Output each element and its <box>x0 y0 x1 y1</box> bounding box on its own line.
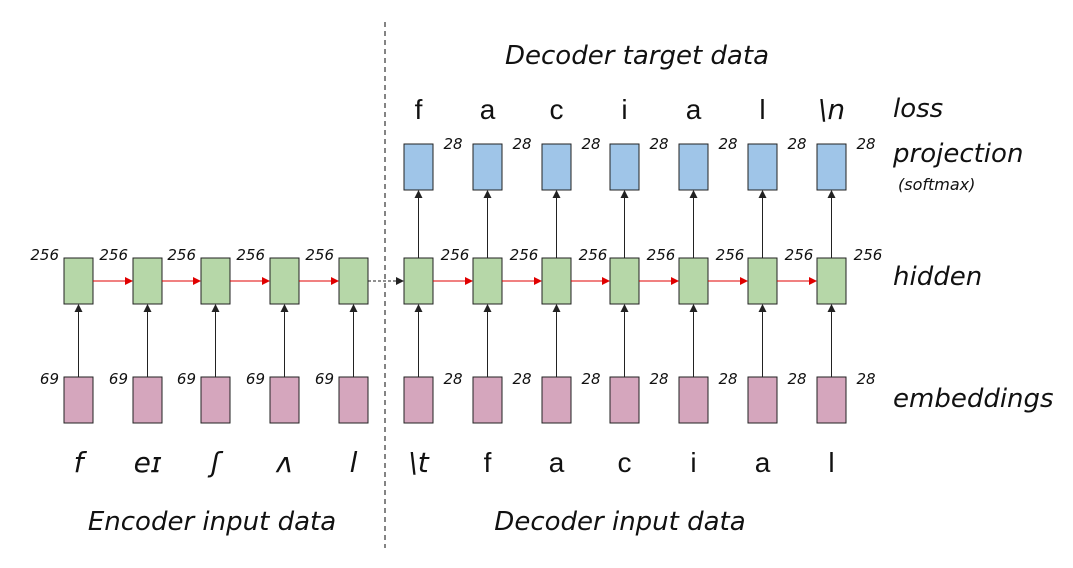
decoder-target-token: i <box>621 94 627 125</box>
decoder-embedding-dim-label: 28 <box>856 370 875 388</box>
encoder-embedding-cell <box>63 376 94 424</box>
loss-label: loss <box>893 94 943 124</box>
decoder-hidden-cell <box>609 257 640 305</box>
decoder-input-token: a <box>549 447 565 478</box>
decoder-hidden-cell <box>541 257 572 305</box>
encoder-hidden-cell <box>269 257 300 305</box>
decoder-input-token: \t <box>408 446 429 479</box>
decoder-embedding-cell <box>678 376 709 424</box>
encoder-hidden-cell <box>338 257 369 305</box>
encoder-hidden-dim-label: 256 <box>305 246 334 264</box>
decoder-embedding-dim-label: 28 <box>581 370 600 388</box>
encoder-input-token: ʌ <box>275 446 293 479</box>
encoder-hidden-dim-label: 256 <box>99 246 128 264</box>
decoder-projection-cell <box>816 143 847 191</box>
encoder-input-token: ʃ <box>207 446 224 479</box>
decoder-projection-dim-label: 28 <box>649 135 668 153</box>
decoder-embedding-dim-label: 28 <box>649 370 668 388</box>
encoder-input-token: f <box>74 446 88 479</box>
decoder-embedding-cell <box>609 376 640 424</box>
encoder-hidden-cell <box>132 257 163 305</box>
softmax-label: (softmax) <box>898 175 975 194</box>
decoder-projection-dim-label: 28 <box>443 135 462 153</box>
decoder-projection-dim-label: 28 <box>856 135 875 153</box>
decoder-target-token: a <box>480 94 496 125</box>
projection-label: projection <box>892 139 1023 169</box>
decoder-projection-cell <box>678 143 709 191</box>
decoder-hidden-dim-label: 256 <box>441 246 470 264</box>
decoder-hidden-dim-label: 256 <box>647 246 676 264</box>
decoder-target-title: Decoder target data <box>505 41 769 71</box>
decoder-input-token: f <box>484 447 492 478</box>
decoder-embedding-cell <box>541 376 572 424</box>
decoder-input-token: a <box>755 447 771 478</box>
decoder-target-token: \n <box>818 93 845 126</box>
decoder-hidden-dim-label: 256 <box>716 246 745 264</box>
decoder-input-token: l <box>828 447 834 478</box>
decoder-embedding-cell <box>472 376 503 424</box>
decoder-embedding-cell <box>403 376 434 424</box>
decoder-target-token: a <box>686 94 702 125</box>
encoder-hidden-dim-label: 256 <box>167 246 196 264</box>
decoder-target-token: c <box>550 94 564 125</box>
encoder-embedding-cell <box>132 376 163 424</box>
decoder-projection-dim-label: 28 <box>581 135 600 153</box>
decoder-projection-cell <box>747 143 778 191</box>
decoder-projection-cell <box>403 143 434 191</box>
decoder-input-token: i <box>690 447 696 478</box>
decoder-hidden-dim-label: 256 <box>510 246 539 264</box>
encoder-embedding-cell <box>200 376 231 424</box>
encoder-input-title: Encoder input data <box>88 507 336 537</box>
encoder-embedding-cell <box>269 376 300 424</box>
decoder-input-token: c <box>618 447 632 478</box>
decoder-input-title: Decoder input data <box>494 507 745 537</box>
embeddings-label: embeddings <box>893 384 1054 414</box>
decoder-target-token: l <box>759 94 765 125</box>
decoder-hidden-cell <box>747 257 778 305</box>
decoder-hidden-dim-label: 256 <box>854 246 883 264</box>
decoder-hidden-dim-label: 256 <box>579 246 608 264</box>
encoder-embedding-dim-label: 69 <box>177 370 196 388</box>
encoder-hidden-cell <box>63 257 94 305</box>
decoder-embedding-cell <box>816 376 847 424</box>
decoder-projection-dim-label: 28 <box>787 135 806 153</box>
decoder-hidden-cell <box>472 257 503 305</box>
encoder-input-token: eɪ <box>134 446 162 479</box>
encoder-embedding-cell <box>338 376 369 424</box>
decoder-hidden-dim-label: 256 <box>785 246 814 264</box>
encoder-embedding-dim-label: 69 <box>40 370 59 388</box>
encoder-hidden-cell <box>200 257 231 305</box>
decoder-embedding-dim-label: 28 <box>718 370 737 388</box>
network-cells: 69 256 f 69 256 eɪ 69 256 ʃ 69 256 ʌ 69 256 l 28 256 28 \t… <box>30 93 882 479</box>
decoder-embedding-dim-label: 28 <box>443 370 462 388</box>
encoder-hidden-dim-label: 256 <box>30 246 59 264</box>
decoder-hidden-cell <box>816 257 847 305</box>
decoder-projection-dim-label: 28 <box>512 135 531 153</box>
decoder-embedding-cell <box>747 376 778 424</box>
decoder-hidden-cell <box>678 257 709 305</box>
decoder-hidden-cell <box>403 257 434 305</box>
hidden-label: hidden <box>893 262 982 292</box>
decoder-projection-cell <box>472 143 503 191</box>
decoder-embedding-dim-label: 28 <box>512 370 531 388</box>
encoder-embedding-dim-label: 69 <box>246 370 265 388</box>
decoder-projection-cell <box>609 143 640 191</box>
encoder-embedding-dim-label: 69 <box>315 370 334 388</box>
decoder-target-token: f <box>415 94 423 125</box>
decoder-projection-cell <box>541 143 572 191</box>
encoder-hidden-dim-label: 256 <box>236 246 265 264</box>
encoder-embedding-dim-label: 69 <box>109 370 128 388</box>
decoder-embedding-dim-label: 28 <box>787 370 806 388</box>
decoder-projection-dim-label: 28 <box>718 135 737 153</box>
encoder-input-token: l <box>350 446 358 479</box>
